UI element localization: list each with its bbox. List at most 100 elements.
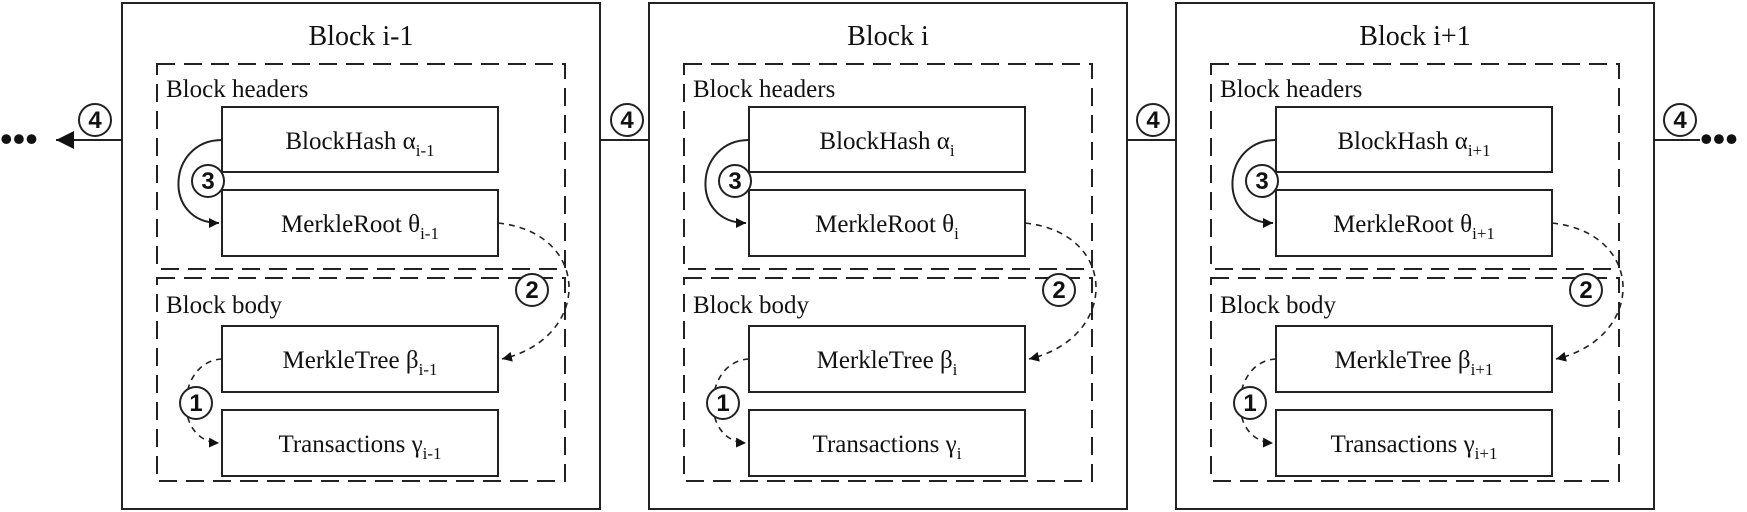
merkle-tree-index: i+1 [1471,360,1494,379]
transactions-field: Transactions γi-1 [221,409,499,477]
merkle-root-index: i-1 [420,224,439,243]
merkle-root-name: MerkleRoot θ [1333,211,1472,238]
block-body-label: Block body [166,292,282,319]
transactions-index: i [957,444,962,463]
step-four-marker: 4 [610,103,644,137]
step-three-label: 3 [1255,168,1268,195]
step-three-marker: 3 [1245,164,1279,198]
svg-text:MerkleRoot θi: MerkleRoot θi [815,211,959,243]
block-body-section [156,277,566,482]
merkle-root-field: MerkleRoot θi+1 [1275,189,1553,257]
svg-text:Transactions γi: Transactions γi [813,431,962,463]
svg-text:MerkleTree βi-1: MerkleTree βi-1 [283,347,438,379]
step-two-arrow [1024,222,1097,362]
transactions-index: i+1 [1475,444,1498,463]
step-four-label: 4 [1673,107,1687,134]
step-four-label: 4 [620,107,634,134]
block-hash-name: BlockHash α [819,128,949,155]
block-hash-name: BlockHash α [285,128,415,155]
step-one-label: 1 [716,390,729,417]
step-three-marker: 3 [191,164,225,198]
step-one-label: 1 [1243,390,1256,417]
merkle-tree-index: i [953,360,958,379]
transactions-name: Transactions γ [278,431,422,458]
block-headers-section [156,63,566,270]
block-hash-field: BlockHash αi [748,106,1026,173]
transactions-field: Transactions γi+1 [1275,409,1553,477]
block-hash-name: BlockHash α [1337,128,1467,155]
merkle-root-index: i [954,224,959,243]
svg-text:MerkleRoot θi-1: MerkleRoot θi-1 [281,211,439,243]
svg-text:BlockHash αi+1: BlockHash αi+1 [1337,128,1490,160]
svg-text:BlockHash αi-1: BlockHash αi-1 [285,128,434,160]
step-three-arrow [1231,139,1277,228]
svg-text:MerkleTree βi+1: MerkleTree βi+1 [1335,347,1494,379]
block-prev: Block i-1 Block headers Block body Block… [121,2,601,510]
merkle-tree-name: MerkleTree β [283,347,419,374]
merkle-tree-field: MerkleTree βi+1 [1275,325,1553,393]
block-next: Block i+1 Block headers Block body Block… [1175,2,1655,510]
merkle-tree-field: MerkleTree βi-1 [221,325,499,393]
block-body-label: Block body [693,292,809,319]
block-headers-label: Block headers [1220,76,1362,103]
merkle-tree-index: i-1 [419,360,438,379]
svg-text:Transactions γi-1: Transactions γi-1 [278,431,441,463]
merkle-root-name: MerkleRoot θ [281,211,420,238]
merkle-root-index: i+1 [1472,224,1495,243]
block-hash-index: i-1 [416,141,435,160]
block-body-section [683,277,1093,482]
transactions-name: Transactions γ [813,431,957,458]
transactions-name: Transactions γ [1331,431,1475,458]
merkle-tree-name: MerkleTree β [817,347,953,374]
block-headers-section [683,63,1093,270]
step-two-label: 2 [525,277,538,304]
step-one-label: 1 [189,390,202,417]
step-three-arrow [704,139,750,228]
step-two-marker: 2 [515,273,549,307]
step-three-label: 3 [201,168,214,195]
block-headers-section [1210,63,1620,270]
merkle-root-name: MerkleRoot θ [815,211,954,238]
block-body-section [1210,277,1620,482]
step-three-arrow [177,139,223,228]
step-three-marker: 3 [718,164,752,198]
step-two-arrow [497,222,570,362]
merkle-root-field: MerkleRoot θi [748,189,1026,257]
step-one-marker: 1 [1233,386,1267,420]
svg-text:BlockHash αi: BlockHash αi [819,128,954,160]
step-one-marker: 1 [179,386,213,420]
merkle-tree-field: MerkleTree βi [748,325,1026,393]
block-title: Block i [847,21,929,52]
transactions-index: i-1 [423,444,442,463]
step-four-marker: 4 [1663,103,1697,137]
transactions-field: Transactions γi [748,409,1026,477]
block-current: Block i Block headers Block body BlockHa… [648,2,1128,510]
step-four-label: 4 [88,107,102,134]
block-title: Block i-1 [309,21,414,52]
merkle-tree-name: MerkleTree β [1335,347,1471,374]
step-two-arrow [1551,222,1624,362]
ellipsis-right: ••• [1700,119,1738,159]
step-one-marker: 1 [706,386,740,420]
step-four-marker: 4 [78,103,112,137]
block-body-label: Block body [1220,292,1336,319]
svg-text:Transactions γi+1: Transactions γi+1 [1331,431,1498,463]
step-four-marker: 4 [1136,103,1170,137]
block-hash-index: i [950,141,955,160]
step-four-label: 4 [1146,107,1160,134]
step-three-label: 3 [728,168,741,195]
block-headers-label: Block headers [693,76,835,103]
step-two-label: 2 [1579,277,1592,304]
block-title: Block i+1 [1359,21,1470,52]
svg-text:MerkleTree βi: MerkleTree βi [817,347,958,379]
step-two-label: 2 [1052,277,1065,304]
merkle-root-field: MerkleRoot θi-1 [221,189,499,257]
chain-links: ••• ••• 4 4 4 4 [0,103,1738,159]
block-hash-field: BlockHash αi-1 [221,106,499,173]
block-headers-label: Block headers [166,76,308,103]
step-two-marker: 2 [1569,273,1603,307]
block-hash-index: i+1 [1468,141,1491,160]
ellipsis-left: ••• [0,119,38,159]
svg-text:MerkleRoot θi+1: MerkleRoot θi+1 [1333,211,1495,243]
